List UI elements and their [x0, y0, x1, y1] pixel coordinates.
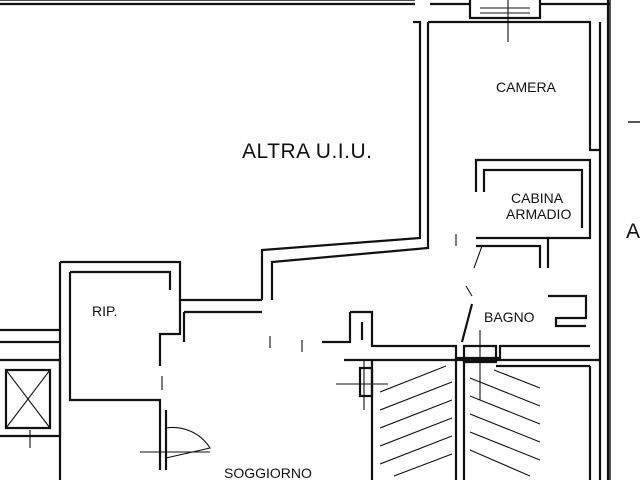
label-rip: RIP. [92, 303, 117, 319]
soggiorno-door [140, 410, 211, 470]
rip-room [58, 260, 182, 480]
corridor-walls [158, 298, 303, 390]
label-camera: CAMERA [496, 79, 557, 95]
altra-uiu-boundary [260, 20, 430, 300]
camera-room [428, 20, 602, 480]
label-bagno: BAGNO [484, 309, 535, 325]
lift-shaft [0, 328, 62, 448]
top-wall [0, 0, 611, 480]
cabina-armadio-room [455, 158, 592, 269]
label-soggiorno: SOGGIORNO [224, 465, 312, 480]
label-altra-uiu: ALTRA U.I.U. [242, 140, 372, 163]
stairs [336, 330, 600, 480]
label-cabina-line2: ARMADIO [506, 206, 571, 222]
label-edge-letter: A [626, 220, 640, 243]
label-cabina-line1: CABINA [511, 190, 564, 206]
bagno-room [322, 285, 590, 360]
